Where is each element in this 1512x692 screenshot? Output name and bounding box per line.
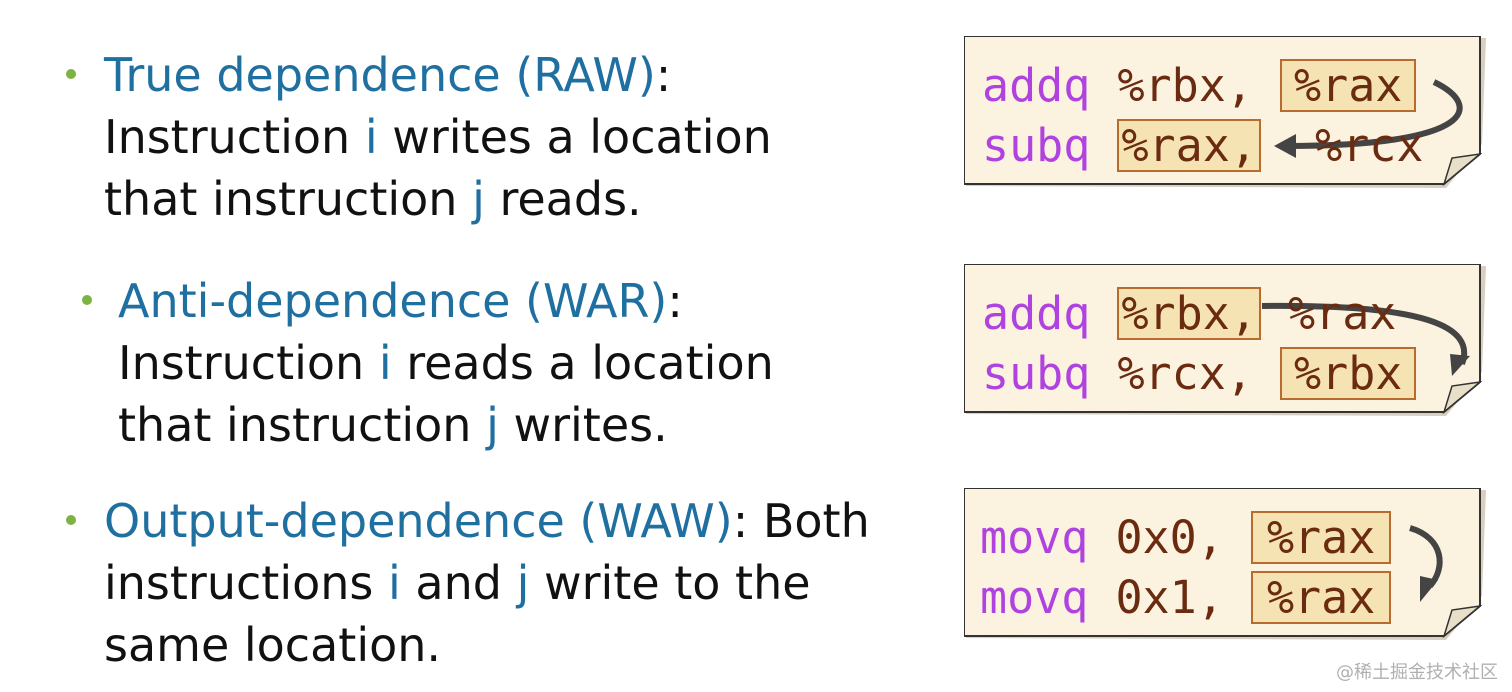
code-line: movq 0x1, %rax: [980, 568, 1392, 628]
bullet-dot: [66, 69, 76, 79]
term-war: Anti-dependence (WAR): [118, 274, 668, 328]
term-raw: True dependence (RAW): [104, 48, 656, 102]
code-card-waw: movq 0x0, %rax movq 0x1, %rax: [964, 488, 1486, 640]
code-card-raw: addq %rbx, %rax subq %rax, %rcx: [964, 36, 1486, 188]
code-card-war: addq %rbx, %rax subq %rcx, %rbx: [964, 264, 1486, 416]
code-line: subq %rcx, %rbx: [982, 344, 1417, 404]
term-waw: Output-dependence (WAW): [104, 494, 733, 548]
bullet-war: Anti-dependence (WAR): Instruction i rea…: [118, 274, 774, 452]
code-line: subq %rax, %rcx: [982, 119, 1424, 172]
watermark: @稀土掘金技术社区: [1336, 662, 1498, 683]
dependency-arrow: [1261, 302, 1468, 366]
bullet-dot: [66, 515, 76, 525]
bullet-raw: True dependence (RAW): Instruction i wri…: [104, 48, 772, 226]
bullet-dot: [82, 295, 92, 305]
bullet-waw: Output-dependence (WAW): Both instructio…: [104, 494, 870, 672]
code-line: movq 0x0, %rax: [980, 508, 1392, 568]
code-line: addq %rbx, %rax: [982, 56, 1417, 116]
code-line: addq %rbx, %rax: [982, 287, 1397, 340]
dependency-arrow: [1285, 79, 1463, 149]
